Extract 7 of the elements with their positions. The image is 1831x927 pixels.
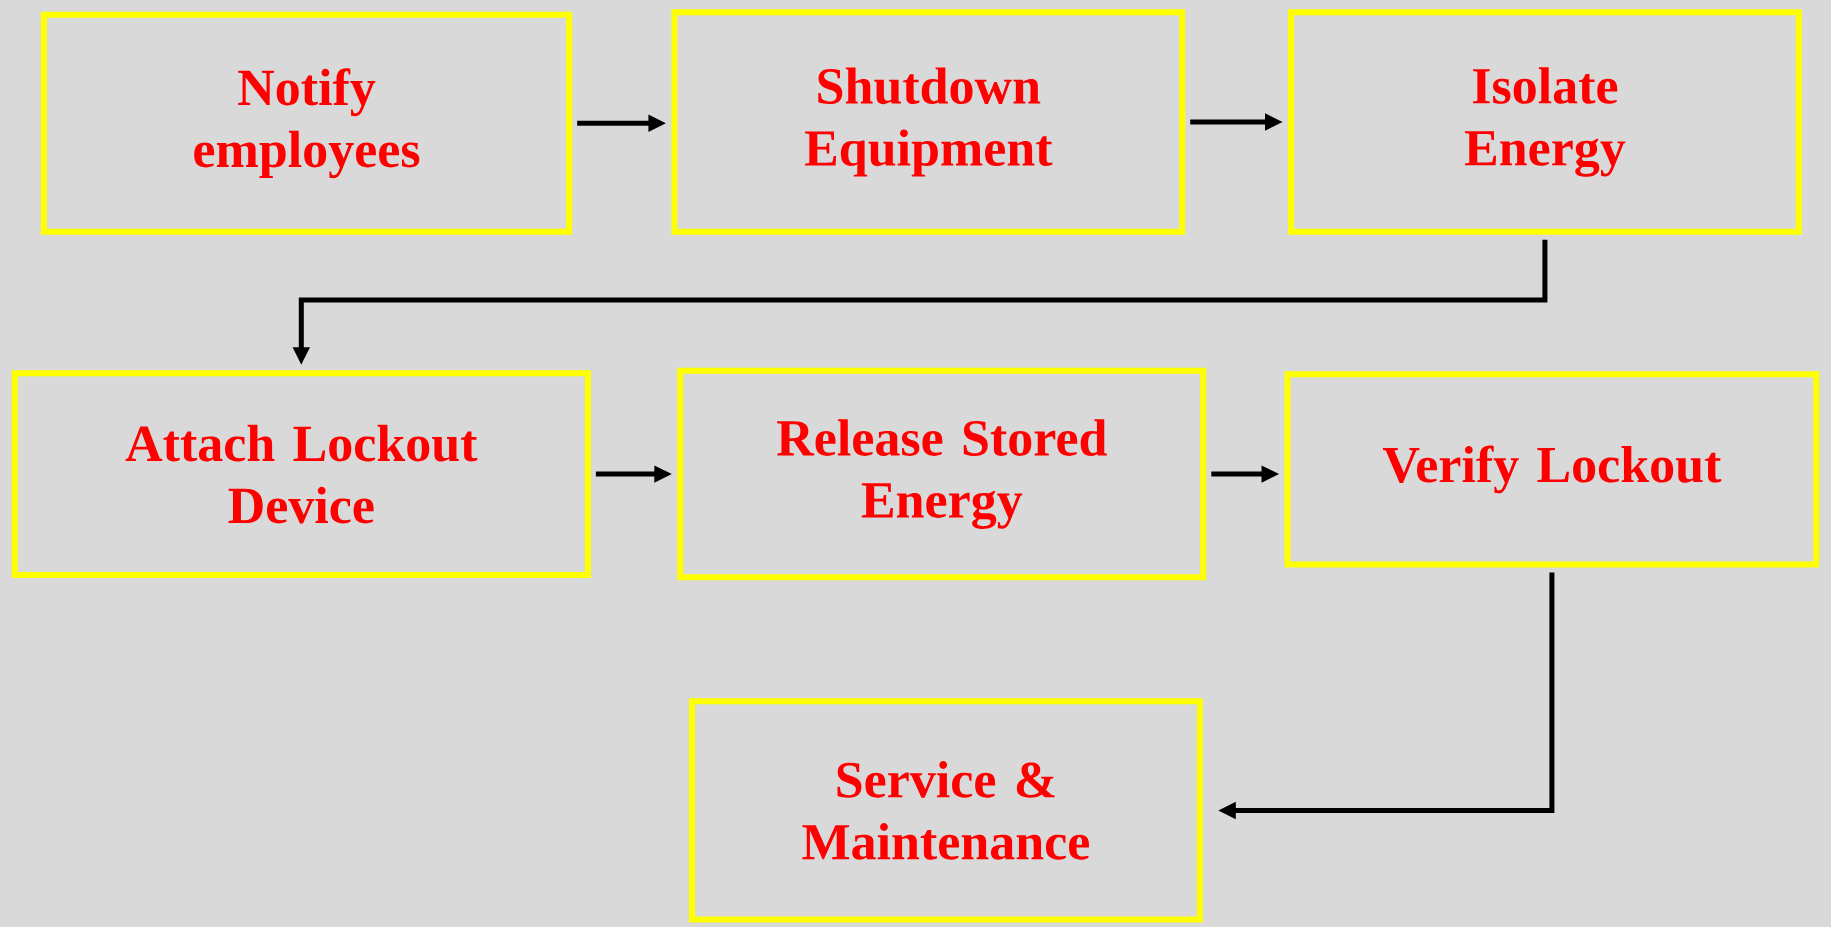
process-box: Release Stored Energy	[677, 367, 1207, 581]
process-box: Notify employees	[40, 11, 573, 235]
process-box: Isolate Energy	[1288, 9, 1802, 235]
process-box: Service & Maintenance	[689, 698, 1203, 923]
process-box: Attach Lockout Device	[11, 370, 591, 579]
process-box: Shutdown Equipment	[671, 9, 1186, 235]
process-box: Verify Lockout	[1284, 371, 1820, 568]
